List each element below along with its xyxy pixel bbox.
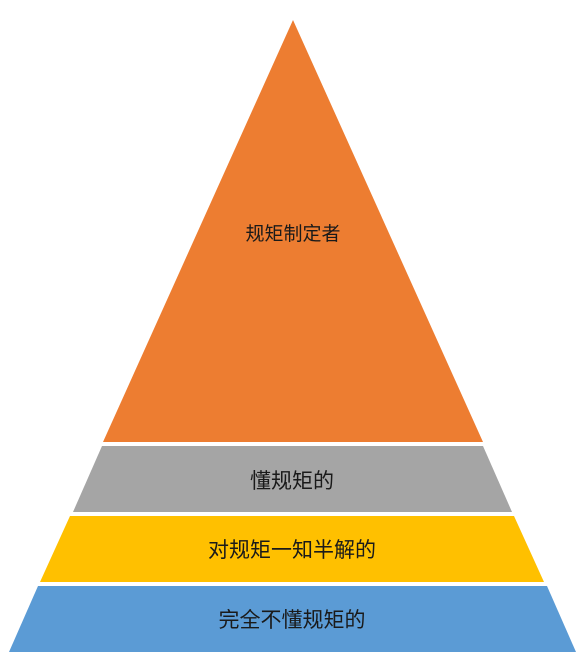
tier-top-shape <box>103 20 483 442</box>
tier-bottom-shape <box>9 586 576 652</box>
tier-third-label: 对规矩一知半解的 <box>208 538 376 562</box>
tier-second-label: 懂规矩的 <box>250 469 334 493</box>
tier-second-shape <box>73 446 512 512</box>
tier-bottom-label: 完全不懂规矩的 <box>219 608 366 632</box>
tier-top-label: 规矩制定者 <box>245 223 340 245</box>
tier-third-shape <box>40 516 544 582</box>
